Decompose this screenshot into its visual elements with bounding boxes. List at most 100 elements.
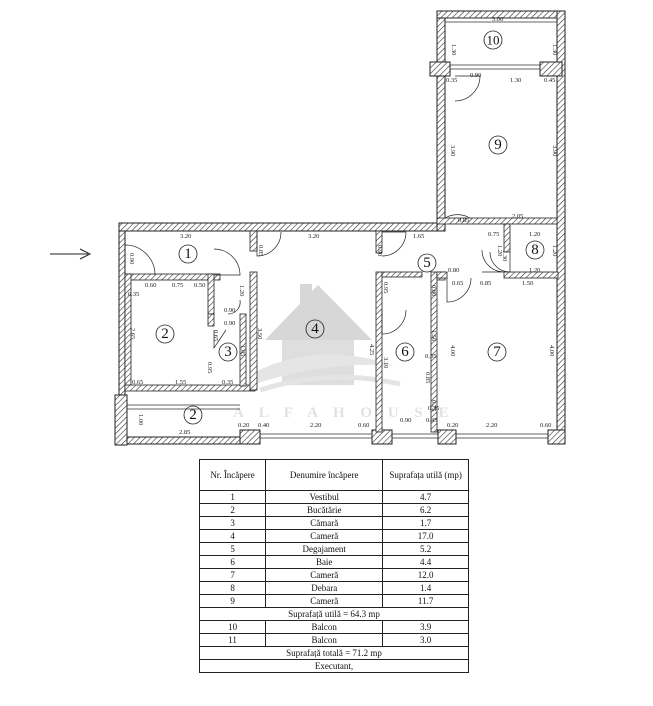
cell-name: Balcon bbox=[265, 633, 384, 647]
cell-nr: 4 bbox=[198, 529, 267, 543]
room-5-number: 5 bbox=[423, 255, 431, 271]
dim-label: 0.80 bbox=[430, 285, 437, 296]
dim-label: 1.20 bbox=[529, 231, 540, 238]
dim-label: 3.20 bbox=[180, 233, 191, 240]
cell-nr: 5 bbox=[198, 542, 267, 556]
dim-label: 0.45 bbox=[426, 417, 437, 424]
table-summary-row: Suprafață utilă = 64.3 mp bbox=[199, 607, 469, 621]
dim-label: 3.90 bbox=[551, 145, 558, 156]
door-swings bbox=[124, 75, 511, 350]
cell-name: Cameră bbox=[265, 594, 384, 608]
dim-label: 1.55 bbox=[175, 379, 186, 386]
dim-label: 4.00 bbox=[548, 345, 555, 356]
header-name: Denumire încăpere bbox=[265, 459, 384, 491]
dim-label: 1.30 bbox=[551, 44, 558, 55]
cell-nr: 6 bbox=[198, 555, 267, 569]
dim-label: 0.35 bbox=[425, 353, 436, 360]
window-lines bbox=[127, 17, 557, 439]
cell-area: 4.4 bbox=[382, 555, 469, 569]
room-3-number: 3 bbox=[224, 344, 232, 360]
useful-area-total: Suprafață utilă = 64.3 mp bbox=[199, 607, 469, 621]
dim-label: 1.00 bbox=[137, 414, 144, 425]
cell-name: Vestibul bbox=[265, 490, 384, 504]
dim-label: 1.20 bbox=[529, 267, 540, 274]
dim-label: 2.20 bbox=[310, 422, 321, 429]
cell-nr: 10 bbox=[198, 620, 267, 634]
cell-area: 4.7 bbox=[382, 490, 469, 504]
dim-label: 3.20 bbox=[308, 233, 319, 240]
dim-label: 3.90 bbox=[449, 145, 456, 156]
cell-nr: 3 bbox=[198, 516, 267, 530]
dim-label: 0.90 bbox=[376, 245, 383, 256]
dim-label: 3.10 bbox=[382, 357, 389, 368]
dim-label: 0.85 bbox=[480, 280, 491, 287]
dim-label: 0.40 bbox=[258, 422, 269, 429]
dim-label: 0.90 bbox=[400, 417, 411, 424]
cell-area: 17.0 bbox=[382, 529, 469, 543]
room-1-number: 1 bbox=[184, 246, 192, 262]
cell-area: 1.7 bbox=[382, 516, 469, 530]
dim-label: 0.35 bbox=[128, 291, 139, 298]
room-area-table-container: Nr. Încăpere Denumire încăpere Suprafața… bbox=[198, 459, 469, 673]
entrance-arrow-icon bbox=[50, 248, 92, 260]
dim-label: 1.85 bbox=[239, 345, 246, 356]
dim-label: 0.65 bbox=[212, 330, 219, 341]
dim-label: 1.50 bbox=[522, 280, 533, 287]
room-8-number: 8 bbox=[531, 242, 539, 258]
table-summary-row: Executant, bbox=[199, 659, 469, 673]
room-7-number: 7 bbox=[493, 344, 501, 360]
cell-area: 1.4 bbox=[382, 581, 469, 595]
dim-label: 1.30 bbox=[450, 44, 457, 55]
dim-label: 0.85 bbox=[257, 245, 264, 256]
dim-label: 0.65 bbox=[452, 280, 463, 287]
room-2-number: 2 bbox=[161, 326, 169, 342]
dim-label: 0.60 bbox=[358, 422, 369, 429]
dim-label: 0.90 bbox=[128, 253, 135, 264]
floor-plan: A L F A H O U S E bbox=[50, 10, 566, 446]
watermark-text: A L F A H O U S E bbox=[233, 405, 454, 421]
dim-label: 1.50 bbox=[430, 330, 437, 341]
cell-area: 3.0 bbox=[382, 633, 469, 647]
room-area-table: Nr. Încăpere Denumire încăpere Suprafața… bbox=[198, 459, 469, 673]
room-6-number: 6 bbox=[401, 344, 409, 360]
dim-label: 0.75 bbox=[488, 231, 499, 238]
dim-label: 0.90 bbox=[224, 307, 235, 314]
cell-nr: 11 bbox=[198, 633, 267, 647]
cell-nr: 1 bbox=[198, 490, 267, 504]
cell-nr: 7 bbox=[198, 568, 267, 582]
cell-name: Baie bbox=[265, 555, 384, 569]
dim-label: 0.35 bbox=[446, 77, 457, 84]
header-nr: Nr. Încăpere bbox=[198, 459, 267, 491]
dim-label: 0.80 bbox=[448, 267, 459, 274]
cell-name: Cămară bbox=[265, 516, 384, 530]
dim-label: 4.00 bbox=[449, 345, 456, 356]
cell-area: 3.9 bbox=[382, 620, 469, 634]
cell-area: 5.2 bbox=[382, 542, 469, 556]
cell-nr: 8 bbox=[198, 581, 267, 595]
dim-label: 0.75 bbox=[172, 282, 183, 289]
cell-area: 6.2 bbox=[382, 503, 469, 517]
dim-label: 1.30 bbox=[510, 77, 521, 84]
dim-label: 1.20 bbox=[496, 245, 503, 256]
header-area: Suprafața utilă (mp) bbox=[382, 459, 469, 491]
dim-label: 1.20 bbox=[551, 245, 558, 256]
dim-label: 0.90 bbox=[470, 72, 481, 79]
exterior-walls bbox=[114, 10, 566, 446]
cell-nr: 9 bbox=[198, 594, 267, 608]
dim-label: 1.20 bbox=[238, 285, 245, 296]
cell-area: 11.7 bbox=[382, 594, 469, 608]
dim-label: 2.65 bbox=[129, 328, 136, 339]
dim-label: 0.20 bbox=[238, 422, 249, 429]
cell-name: Balcon bbox=[265, 620, 384, 634]
executant-label: Executant, bbox=[199, 659, 469, 673]
